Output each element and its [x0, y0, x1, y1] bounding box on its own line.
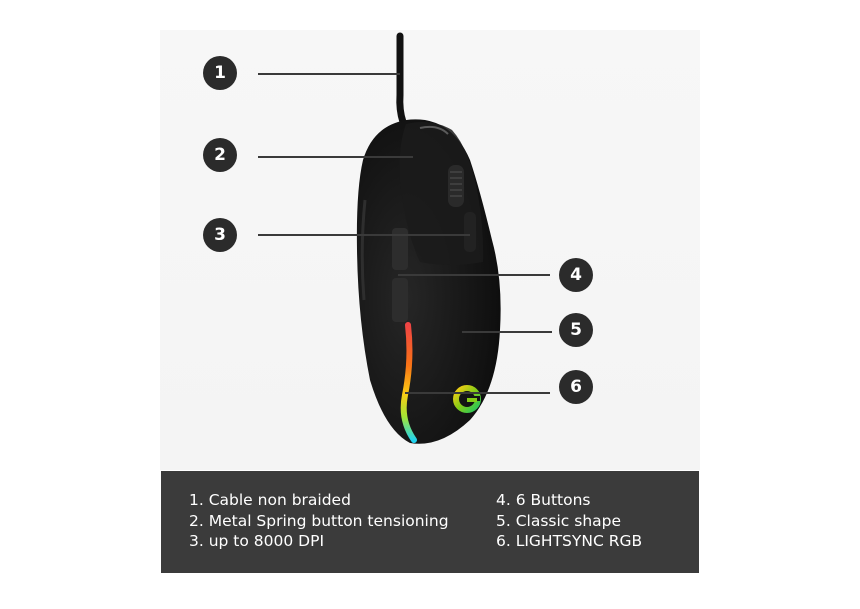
- callout-badge-5: 5: [559, 313, 593, 347]
- dpi-button: [464, 212, 476, 252]
- side-button-forward: [392, 228, 408, 270]
- callout-number: 1: [214, 63, 226, 83]
- spec-item: 5. Classic shape: [496, 511, 622, 530]
- callout-number: 3: [214, 225, 226, 245]
- callout-badge-6: 6: [559, 370, 593, 404]
- side-button-back: [392, 278, 408, 322]
- mouse-cable: [396, 32, 407, 126]
- callout-number: 2: [214, 145, 226, 165]
- callout-number: 4: [570, 265, 582, 285]
- spec-item: 6. LIGHTSYNC RGB: [496, 532, 643, 550]
- spec-panel: 1. Cable non braided 2. Metal Spring but…: [161, 471, 699, 573]
- spec-column-left: 1. Cable non braided 2. Metal Spring but…: [189, 490, 449, 552]
- callout-line-4: [398, 274, 550, 276]
- callout-line-6: [405, 392, 550, 394]
- callout-badge-3: 3: [203, 218, 237, 252]
- spec-item: 1. Cable non braided: [189, 491, 351, 509]
- scroll-wheel: [448, 165, 464, 207]
- callout-badge-1: 1: [203, 56, 237, 90]
- callout-line-1: [258, 73, 400, 75]
- callout-line-2: [258, 156, 413, 158]
- callout-badge-4: 4: [559, 258, 593, 292]
- spec-column-right: 4. 6 Buttons 5. Classic shape 6. LIGHTSY…: [496, 490, 642, 552]
- spec-item: 3. up to 8000 DPI: [189, 532, 325, 550]
- lightsync-logo: [453, 385, 481, 413]
- mouse-top-buttons: [399, 122, 484, 265]
- spec-item: 2. Metal Spring button tensioning: [189, 511, 449, 530]
- callout-number: 6: [570, 377, 582, 397]
- callout-badge-2: 2: [203, 138, 237, 172]
- callout-line-5: [462, 331, 552, 333]
- callout-line-3: [258, 234, 470, 236]
- callout-number: 5: [570, 320, 582, 340]
- spec-item: 4. 6 Buttons: [496, 491, 591, 509]
- rgb-light-strip: [400, 322, 417, 443]
